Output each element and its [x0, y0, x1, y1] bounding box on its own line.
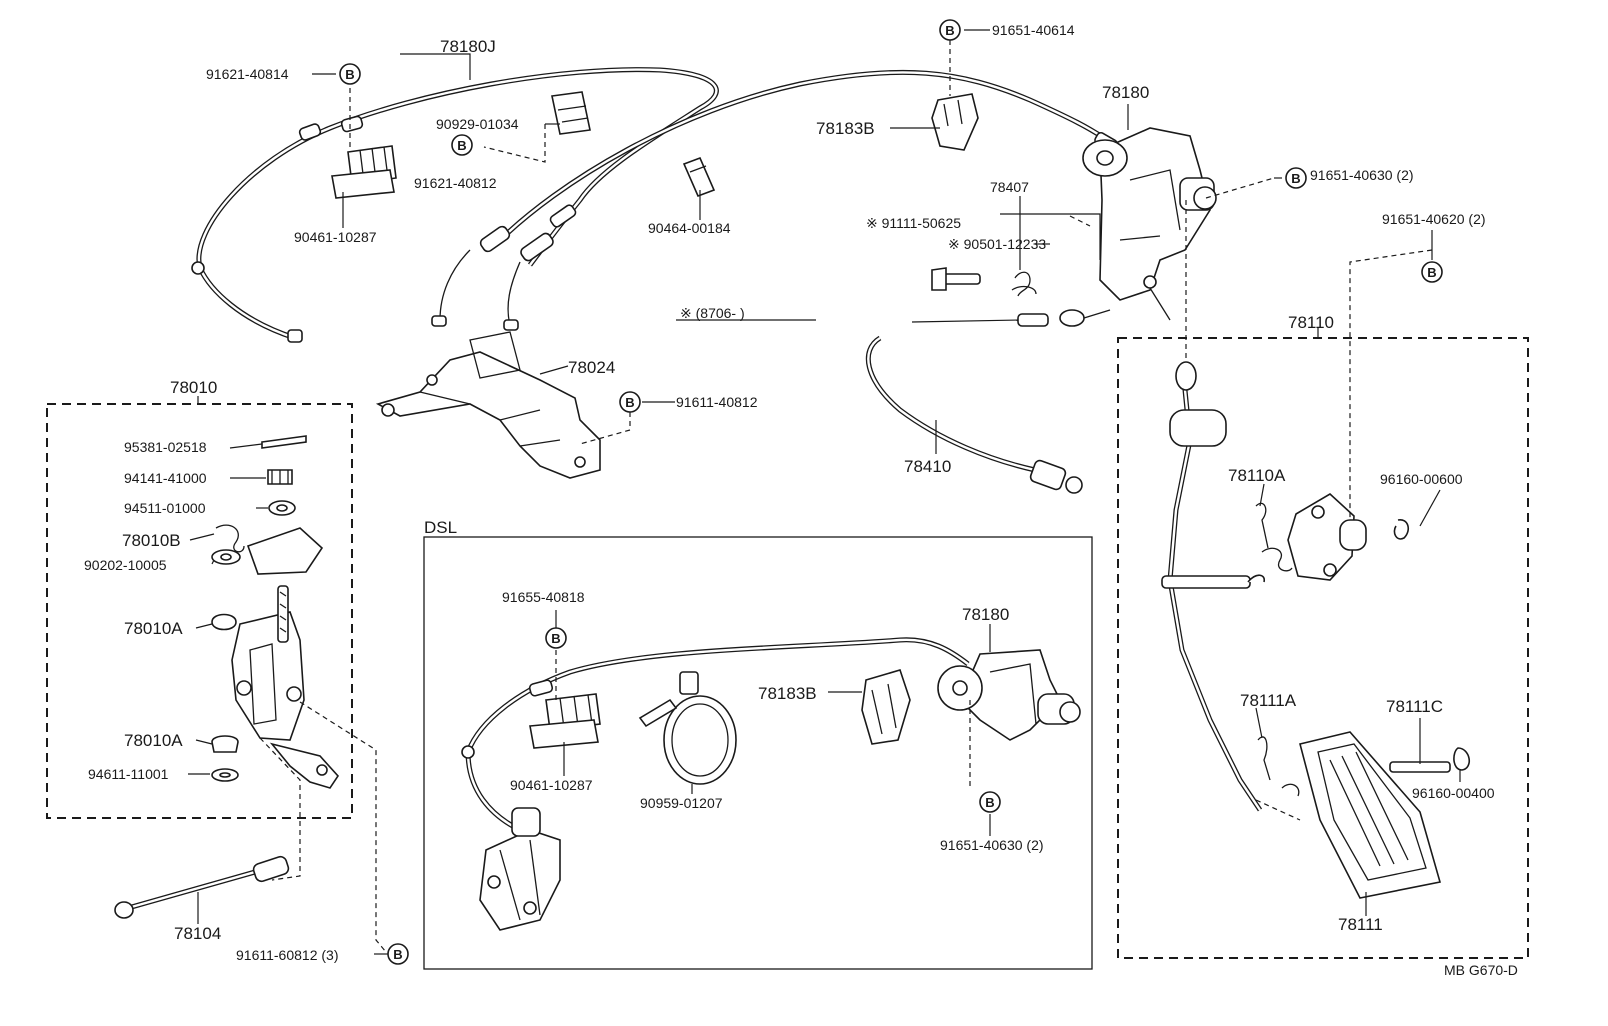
rod-78410 [865, 335, 1083, 494]
bolt-symbols: B B B B B B B B B [339, 19, 1443, 965]
bolt-marker-91651-40630-dsl: B [979, 791, 1001, 813]
label-78010A-2: 78010A [124, 731, 183, 750]
svg-text:B: B [1291, 171, 1300, 186]
label-dsl: DSL [424, 518, 457, 537]
bolt-marker-91611-60812: B [387, 943, 409, 965]
accelerator-cable-78180J [191, 67, 1118, 343]
bolt-marker-91621-40812: B [451, 134, 473, 156]
throttle-link-78180-top [911, 127, 1217, 327]
label-90929-01034: 90929-01034 [436, 116, 519, 132]
label-78407: 78407 [990, 179, 1029, 195]
label-96160-00400: 96160-00400 [1412, 785, 1495, 801]
svg-text:B: B [345, 67, 354, 82]
group-box-78010 [46, 403, 353, 819]
label-78110: 78110 [1288, 313, 1334, 332]
label-78111C: 78111C [1386, 697, 1443, 716]
label-91655-40818: 91655-40818 [502, 589, 585, 605]
label-78111A: 78111A [1240, 691, 1297, 710]
bolt-marker-91651-40630-top: B [1285, 167, 1307, 189]
label-94141-41000: 94141-41000 [124, 470, 207, 486]
label-78410: 78410 [904, 457, 951, 476]
label-90202-10005: 90202-10005 [84, 557, 167, 573]
clamp-90461-10287-top [331, 145, 397, 199]
group-box-dsl [423, 536, 1093, 970]
label-8706: ※ (8706- ) [680, 305, 745, 321]
label-90461-10287-dsl: 90461-10287 [510, 777, 593, 793]
label-91651-40614: 91651-40614 [992, 22, 1075, 38]
clip-90464-00184 [682, 156, 716, 198]
label-78110A: 78110A [1228, 466, 1286, 485]
svg-text:B: B [985, 795, 994, 810]
label-95381-02518: 95381-02518 [124, 439, 207, 455]
bolt-marker-91611-40812: B [619, 391, 641, 413]
label-78010A-1: 78010A [124, 619, 183, 638]
label-91651-40620: 91651-40620 (2) [1382, 211, 1486, 227]
label-91651-40630-dsl: 91651-40630 (2) [940, 837, 1044, 853]
label-78111: 78111 [1338, 915, 1383, 934]
bolt-marker-91621-40814: B [339, 63, 361, 85]
throttle-link-78010-parts [211, 435, 340, 789]
label-78180J: 78180J [440, 37, 496, 56]
label-78104: 78104 [174, 924, 221, 943]
label-90959-01207: 90959-01207 [640, 795, 723, 811]
label-91651-40630-top: 91651-40630 (2) [1310, 167, 1414, 183]
label-78024: 78024 [568, 358, 615, 377]
accelerator-pedal-78110 [1161, 361, 1470, 899]
svg-text:B: B [945, 23, 954, 38]
label-sheet-code: MB G670-D [1444, 962, 1518, 978]
svg-text:B: B [393, 947, 402, 962]
leader-lines [188, 29, 1461, 953]
bracket-78024 [375, 331, 601, 479]
label-90464-00184: 90464-00184 [648, 220, 731, 236]
label-91111-50625: ※ 91111-50625 [866, 215, 961, 231]
label-91611-60812: 91611-60812 (3) [236, 947, 338, 963]
label-91621-40814: 91621-40814 [206, 66, 289, 82]
label-91611-40812: 91611-40812 [676, 394, 758, 410]
label-78183B-top: 78183B [816, 119, 875, 138]
cable-78104 [114, 855, 290, 919]
label-91621-40812: 91621-40812 [414, 175, 497, 191]
svg-text:B: B [457, 138, 466, 153]
clip-90929-01034 [551, 91, 591, 135]
label-96160-00600: 96160-00600 [1380, 471, 1463, 487]
label-78180-dsl: 78180 [962, 605, 1009, 624]
svg-text:B: B [1427, 265, 1436, 280]
label-78010B: 78010B [122, 531, 181, 550]
label-90501-12233: ※ 90501-12233 [948, 236, 1046, 252]
label-94511-01000: 94511-01000 [124, 500, 206, 516]
bolt-marker-91651-40614: B [939, 19, 961, 41]
bolt-marker-91651-40620: B [1421, 261, 1443, 283]
label-78183B-dsl: 78183B [758, 684, 817, 703]
label-90461-10287-top: 90461-10287 [294, 229, 377, 245]
group-box-78110 [1117, 337, 1529, 959]
dsl-cable-assembly [461, 637, 1081, 931]
svg-text:B: B [625, 395, 634, 410]
label-78010: 78010 [170, 378, 217, 397]
svg-text:B: B [551, 631, 560, 646]
bracket-78183B-top [931, 93, 979, 151]
label-94611-11001: 94611-11001 [88, 766, 169, 782]
bolt-marker-91655-40818: B [545, 627, 567, 649]
label-78180-top: 78180 [1102, 83, 1149, 102]
part-labels: 78180J 91621-40814 90929-01034 91621-408… [84, 22, 1518, 978]
